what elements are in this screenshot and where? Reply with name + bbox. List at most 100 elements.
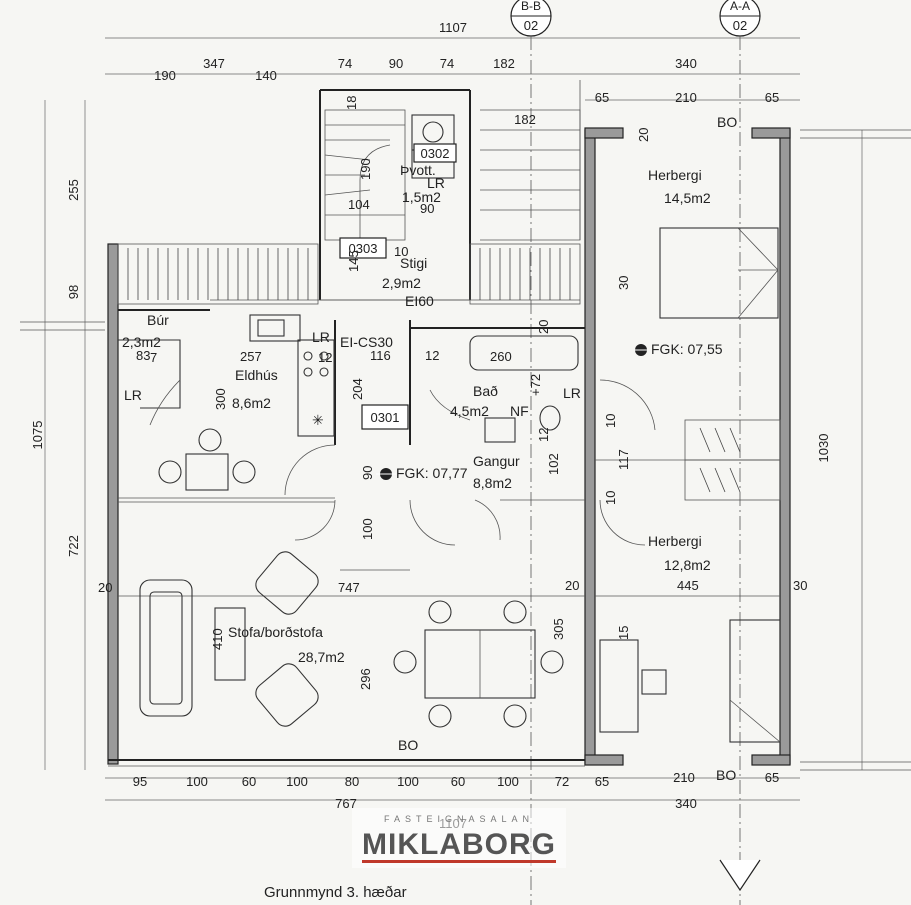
dim-10: 10 <box>394 244 408 259</box>
pantry-size: 2,3m2 <box>122 334 161 350</box>
room-id-0303: 0303 <box>339 237 387 259</box>
dim-116: 116 <box>370 348 391 363</box>
bath-note: NF <box>510 403 529 419</box>
bath-lr: LR <box>563 385 581 401</box>
dim-190: 190 <box>358 158 373 180</box>
dim-right-1030: 1030 <box>816 434 831 463</box>
kitchen-lr: LR <box>312 329 330 345</box>
fgk-marker-hall <box>376 468 396 480</box>
dim-260: 260 <box>490 349 512 364</box>
dim-left-1075: 1075 <box>30 421 45 450</box>
pantry <box>118 339 181 426</box>
dim-bot-340: 340 <box>675 796 697 811</box>
kitchen-size: 8,6m2 <box>232 395 271 411</box>
dim-12c: 12 <box>536 428 551 442</box>
top-dimensions: 1107 190 347 140 74 90 74 182 340 65 210… <box>105 20 800 127</box>
dim-left-98: 98 <box>66 285 81 299</box>
dim-30a: 20 <box>636 128 651 142</box>
dim-117: 117 <box>616 449 631 470</box>
dim-104: 104 <box>348 197 370 212</box>
dim-10b: 10 <box>603 491 618 505</box>
dim-102: 102 <box>546 453 561 475</box>
dim-747: 747 <box>338 580 360 595</box>
dim-bot-767: 767 <box>335 796 357 811</box>
balcony-right <box>469 243 581 305</box>
bo-top: BO <box>717 114 737 130</box>
laundry-lr: LR <box>427 175 445 191</box>
dim-top-8: 340 <box>675 56 697 71</box>
fgk-marker-bedroom <box>635 344 647 356</box>
room-id-0301: 0301 <box>361 404 409 430</box>
fgk-bedroom-text: FGK: 07,55 <box>651 341 723 357</box>
dim-top-65a: 65 <box>595 90 609 105</box>
bed-2-desk <box>599 619 781 743</box>
section-b-letter: B-B <box>521 0 541 13</box>
dim-top-65b: 65 <box>765 90 779 105</box>
stairs <box>324 80 581 241</box>
hallway-doors <box>284 379 656 571</box>
ei-cs-label: EI-CS30 <box>340 334 393 350</box>
dim-145: 145 <box>346 250 361 272</box>
neighbour-walls <box>20 129 911 771</box>
dim-top-7: 182 <box>493 56 515 71</box>
dim-204: 204 <box>350 378 365 400</box>
living-name: Stofa/borðstofa <box>228 624 323 640</box>
dim-top-6: 74 <box>440 56 454 71</box>
dim-100: 100 <box>360 518 375 540</box>
bedroom2-name: Herbergi <box>648 533 702 549</box>
dim-bot-12: 65 <box>765 770 779 785</box>
dim-15: 30 <box>793 578 807 593</box>
dim-bot-5: 80 <box>345 774 359 789</box>
dim-20a: 20 <box>536 320 551 334</box>
bedroom1-name: Herbergi <box>648 167 702 183</box>
dim-20c: 20 <box>98 580 112 595</box>
section-b-num: 02 <box>524 18 538 33</box>
dim-top-4: 74 <box>338 56 352 71</box>
logo-underline <box>362 860 556 863</box>
left-dimensions: 255 98 1075 722 <box>30 100 86 770</box>
dim-257: 257 <box>240 349 262 364</box>
laundry-room <box>411 114 455 179</box>
dim-left-722: 722 <box>66 535 81 557</box>
armchairs <box>255 551 319 727</box>
pantry-lr: LR <box>124 387 142 403</box>
dim-total-top: 1107 <box>439 20 467 35</box>
kitchen-table <box>158 428 256 491</box>
dim-top-2: 347 <box>203 56 225 71</box>
laundry-sub: 90 <box>420 201 434 216</box>
section-a-letter: A-A <box>730 0 750 13</box>
laundry-size: 1,5m2 <box>402 189 441 205</box>
dim-300: 300 <box>213 388 228 410</box>
kitchen-name: Eldhús <box>235 367 278 383</box>
dim-top-3: 140 <box>255 68 277 83</box>
agency-logo: FASTEIGNASALAN MIKLABORG <box>352 808 566 868</box>
room-id-0303-text: 0303 <box>349 241 378 256</box>
bo-bottom-right: BO <box>716 767 736 783</box>
dim-bot-11: 210 <box>673 770 695 785</box>
room-id-0302: 0302 <box>413 143 457 163</box>
dim-90: 90 <box>360 466 375 480</box>
bed-1 <box>659 227 779 319</box>
dim-stair-top: 182 <box>514 112 536 127</box>
stair-name: Stigi <box>400 255 427 271</box>
walls <box>107 89 791 767</box>
dim-296: 296 <box>358 668 373 690</box>
bath-size: 4,5m2 <box>450 403 489 419</box>
logo-title: MIKLABORG <box>362 828 556 861</box>
dim-410: 410 <box>210 628 225 650</box>
dim-bot-8: 100 <box>497 774 519 789</box>
hall-size: 8,8m2 <box>473 475 512 491</box>
dim-bot-7: 60 <box>451 774 465 789</box>
dim-396: 305 <box>551 618 566 640</box>
pantry-name: Búr <box>147 312 169 328</box>
bedroom2-size: 12,8m2 <box>664 557 711 573</box>
dim-bot-2: 100 <box>186 774 208 789</box>
logo-subtitle: FASTEIGNASALAN <box>383 814 535 824</box>
dim-10a: 10 <box>603 414 618 428</box>
living-size: 28,7m2 <box>298 649 345 665</box>
dim-388: 15 <box>616 626 631 640</box>
section-a-num: 02 <box>733 18 747 33</box>
dim-bot-9: 72 <box>555 774 569 789</box>
dim-83: 83 <box>136 348 150 363</box>
